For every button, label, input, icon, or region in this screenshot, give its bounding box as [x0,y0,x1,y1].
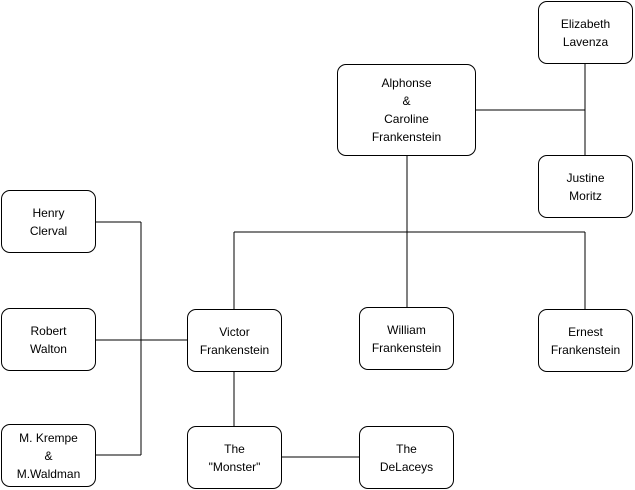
node-label-line: Justine [566,170,605,185]
node-krempe-waldman: M. Krempe & M.Waldman [1,424,96,487]
node-label-line: Alphonse [381,76,432,90]
node-label-line: Frankenstein [371,340,442,355]
node-the-delaceys: The DeLaceys [359,426,454,489]
node-elizabeth-lavenza: Elizabeth Lavenza [538,1,633,64]
node-label-line: Lavenza [562,34,609,49]
node-label-line: Victor [219,324,250,339]
node-label-line: Frankenstein [199,342,270,357]
node-label-line: Frankenstein [550,342,621,357]
node-henry-clerval: Henry Clerval [1,190,96,253]
node-label-line: Robert [30,323,67,338]
node-label-line: The [396,441,417,456]
node-victor-frankenstein: Victor Frankenstein [187,309,282,372]
node-label-line: Moritz [569,188,602,203]
node-alphonse-caroline: Alphonse & Caroline Frankenstein [337,64,476,156]
node-label-line: M. Krempe [19,430,78,445]
node-label-line: Henry [32,205,65,220]
node-label-line: M.Waldman [16,466,81,481]
node-label-line: Clerval [29,223,68,238]
node-label-line: Walton [30,341,67,356]
node-william-frankenstein: William Frankenstein [359,307,454,370]
node-the-monster: The "Monster" [187,426,282,489]
node-label-line: DeLaceys [379,459,434,474]
node-label-line: & [402,94,411,108]
node-justine-moritz: Justine Moritz [538,155,633,218]
node-label-line: Ernest [568,324,603,339]
node-robert-walton: Robert Walton [1,308,96,371]
node-label-line: Elizabeth [560,16,611,31]
node-label-line: Caroline [384,112,429,126]
node-label-line: Frankenstein [371,130,442,144]
node-label-line: & [44,448,53,463]
node-label-line: William [387,322,426,337]
node-label-line: "Monster" [208,459,261,474]
node-ernest-frankenstein: Ernest Frankenstein [538,309,633,372]
node-label-line: The [224,441,245,456]
